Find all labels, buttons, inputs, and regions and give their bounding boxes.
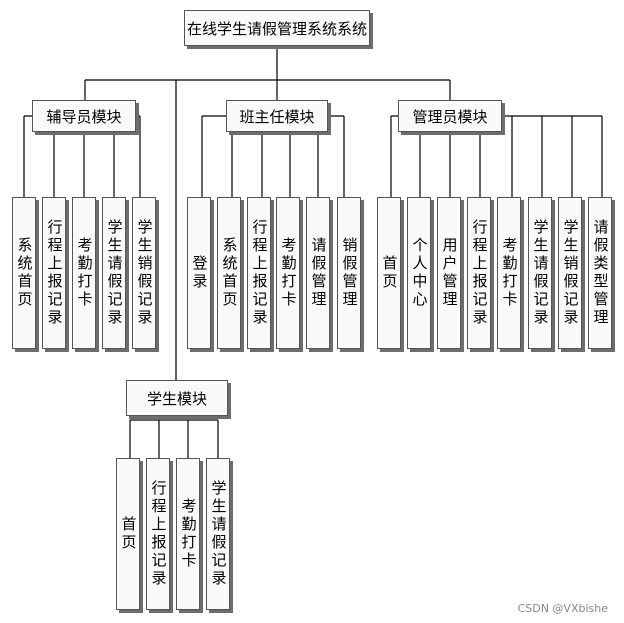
student-item-home: 首页 — [116, 458, 140, 610]
student-item-itinerary: 行程上报记录 — [146, 458, 170, 610]
counselor-item-leave-records: 学生请假记录 — [102, 197, 126, 349]
headteacher-item-attendance: 考勤打卡 — [276, 197, 300, 349]
root-node: 在线学生请假管理系统系统 — [184, 10, 370, 46]
admin-module-node: 管理员模块 — [398, 100, 502, 132]
counselor-item-home: 系统首页 — [12, 197, 36, 349]
admin-item-leave-type-management: 请假类型管理 — [588, 197, 612, 349]
headteacher-item-home: 系统首页 — [217, 197, 241, 349]
headteacher-item-login: 登录 — [187, 197, 211, 349]
admin-item-itinerary: 行程上报记录 — [467, 197, 491, 349]
student-item-leave-records: 学生请假记录 — [206, 458, 230, 610]
headteacher-item-return-management: 销假管理 — [337, 197, 361, 349]
admin-item-user-management: 用户管理 — [437, 197, 461, 349]
headteacher-item-leave-management: 请假管理 — [306, 197, 330, 349]
admin-item-attendance: 考勤打卡 — [497, 197, 521, 349]
admin-item-profile: 个人中心 — [407, 197, 431, 349]
student-module-node: 学生模块 — [126, 380, 228, 416]
headteacher-module-node: 班主任模块 — [226, 100, 328, 132]
admin-item-leave-records: 学生请假记录 — [528, 197, 552, 349]
counselor-module-node: 辅导员模块 — [32, 100, 136, 132]
admin-item-home: 首页 — [377, 197, 401, 349]
watermark-text: CSDN @VXbishe — [517, 602, 608, 615]
student-item-attendance: 考勤打卡 — [176, 458, 200, 610]
counselor-item-itinerary: 行程上报记录 — [42, 197, 66, 349]
counselor-item-return-records: 学生销假记录 — [132, 197, 156, 349]
counselor-item-attendance: 考勤打卡 — [72, 197, 96, 349]
admin-item-return-records: 学生销假记录 — [558, 197, 582, 349]
headteacher-item-itinerary: 行程上报记录 — [247, 197, 271, 349]
